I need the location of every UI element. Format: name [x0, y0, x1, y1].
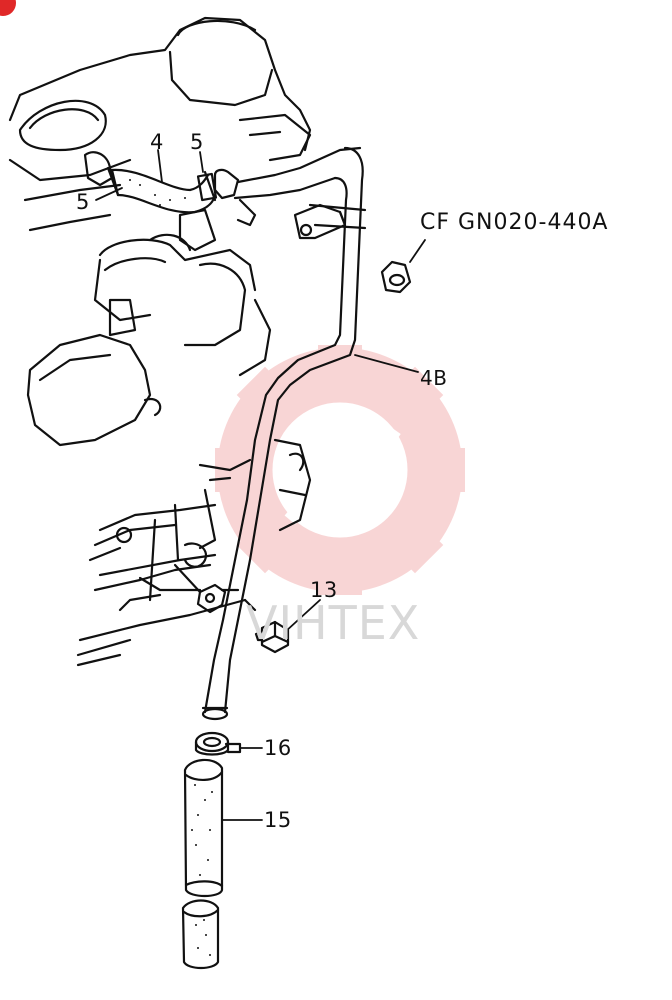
label-pipe: 4B: [420, 366, 448, 390]
label-hose-upper: 4: [150, 130, 164, 154]
hose-texture: [129, 179, 213, 956]
breather-pipe: [201, 146, 364, 721]
valve-cover: [8, 16, 312, 232]
corner-badge: [0, 0, 16, 16]
label-clamp-lower: 16: [264, 736, 292, 760]
watermark-text: VIHTEX: [246, 596, 421, 650]
cross-reference-label: CF GN020-440A: [420, 210, 609, 235]
nut: [380, 260, 412, 294]
pipe-upper-fitting: [213, 146, 367, 240]
leader-lines: [95, 149, 426, 821]
pipe-lower-bracket: [173, 563, 240, 614]
breather-hose-upper: [83, 151, 218, 214]
bolt: [254, 620, 290, 654]
label-bolt: 13: [310, 578, 338, 602]
label-clamp-left: 5: [76, 190, 90, 214]
cylinder-block: [76, 438, 312, 667]
breather-hose-lower: [181, 758, 224, 970]
label-hose-lower: 15: [264, 808, 292, 832]
label-clamp-upper-right: 5: [190, 130, 204, 154]
hose-clamp-lower: [194, 731, 242, 756]
